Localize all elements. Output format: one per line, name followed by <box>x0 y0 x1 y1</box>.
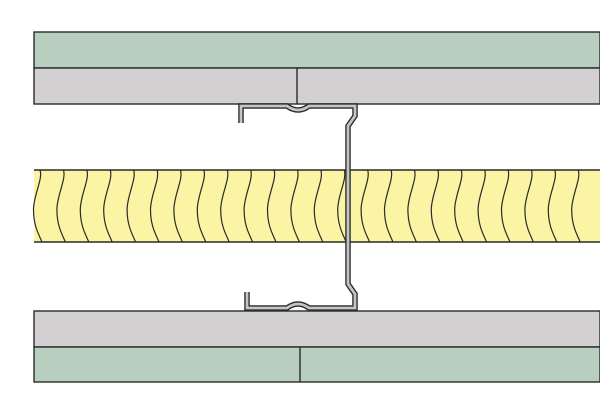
insulation-wave-line <box>103 169 113 243</box>
insulation-wave-line <box>477 169 488 243</box>
insulation-wave-line <box>196 169 207 243</box>
insulation-wave-line <box>430 169 441 243</box>
insulation-wave-line <box>173 169 183 243</box>
insulation-wave-line <box>500 169 511 243</box>
insulation-wave-line <box>243 169 254 243</box>
insulation-wave-line <box>220 169 230 243</box>
metal-stud <box>239 104 357 310</box>
insulation-wave-line <box>32 169 43 243</box>
insulation-layer <box>32 169 600 243</box>
insulation-wave-line <box>266 169 277 243</box>
insulation-wave-line <box>337 169 347 243</box>
inner-board-bottom <box>33 310 600 348</box>
outer-board-bottom <box>33 346 600 383</box>
insulation-wave-line <box>313 169 324 243</box>
insulation-wave-line <box>126 169 137 243</box>
insulation-wave-line <box>547 169 558 243</box>
insulation-wave-line <box>290 169 300 243</box>
inner-board-top <box>33 67 600 105</box>
outer-board-top <box>33 31 600 69</box>
insulation-wave-line <box>56 169 66 243</box>
insulation-wave-line <box>149 169 160 243</box>
insulation-wave-line <box>454 169 464 243</box>
insulation-fill <box>34 170 600 242</box>
insulation-wave-line <box>407 169 417 243</box>
insulation-pattern <box>32 169 581 243</box>
insulation-wave-line <box>524 169 534 243</box>
insulation-wave-line <box>79 169 90 243</box>
insulation-wave-line <box>383 169 394 243</box>
insulation-wave-line <box>360 169 371 243</box>
insulation-wave-line <box>571 169 581 243</box>
